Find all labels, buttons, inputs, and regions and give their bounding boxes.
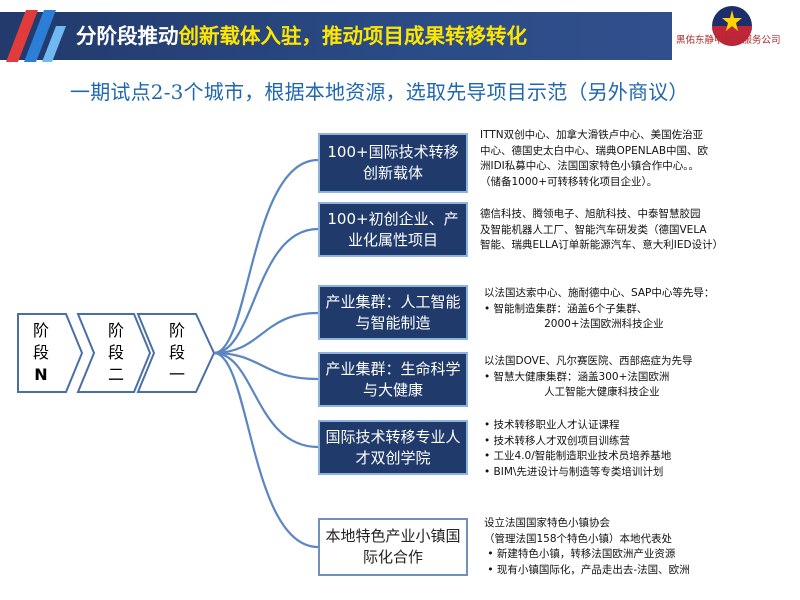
stage-1-label: 阶段一: [168, 321, 185, 384]
item-desc-4: 以法国DOVE、凡尔赛医院、西部癌症为先导 • 智慧大健康集群：涵盖300+法国…: [484, 355, 693, 398]
item-desc-2: 德信科技、腾领电子、旭航科技、中泰智慧胶园 及智能机器人工厂、智能汽车研发类（德…: [480, 208, 724, 251]
stage-2-label: 阶段二: [107, 321, 124, 384]
stage-1-shape: [136, 313, 216, 393]
item-box-1: 100+国际技术转移创新载体: [318, 133, 468, 193]
item-desc-3: 以法国达索中心、施耐德中心、SAP中心等先导： • 智能制造集群：涵盖6个子集群…: [484, 287, 715, 330]
connector-6: [213, 351, 319, 549]
logo-icon: [6, 10, 66, 62]
item-box-5: 国际技术转移专业人才双创学院: [318, 420, 468, 475]
page-title: 分阶段推动创新载体入驻，推动项目成果转移转化: [76, 24, 527, 48]
subtitle: 一期试点2-3个城市，根据本地资源，选取先导项目示范（另外商议）: [70, 80, 689, 104]
connector-5: [213, 351, 319, 449]
stage-2-shape: [76, 313, 152, 393]
stage-chevrons: [17, 313, 216, 393]
company-name: 黑佑东静中技术服务公司: [676, 35, 781, 46]
company-emblem-icon: [712, 6, 752, 46]
header-banner: [0, 12, 672, 60]
item-desc-5: • 技术转移职业人才认证课程 • 技术转移人才双创项目训练营 • 工业4.0/智…: [484, 419, 672, 478]
connector-4: [213, 351, 319, 381]
connector-2: [213, 227, 319, 355]
item-desc-1: ITTN双创中心、加拿大滑铁卢中心、美国佐治亚 中心、德国史太白中心、瑞典OPE…: [480, 129, 709, 188]
item-box-3: 产业集群：人工智能与智能制造: [318, 285, 468, 340]
connector-3: [213, 311, 319, 355]
connector-1: [213, 158, 319, 355]
item-box-2: 100+初创企业、产业化属性项目: [318, 202, 468, 257]
item-box-6: 本地特色产业小镇国际化合作: [318, 518, 468, 576]
item-desc-6: 设立法国国家特色小镇协会 （管理法国158个特色小镇）本地代表处 • 新建特色小…: [484, 517, 690, 576]
item-box-4: 产业集群：生命科学与大健康: [318, 352, 468, 407]
stage-n-shape: [17, 313, 84, 393]
